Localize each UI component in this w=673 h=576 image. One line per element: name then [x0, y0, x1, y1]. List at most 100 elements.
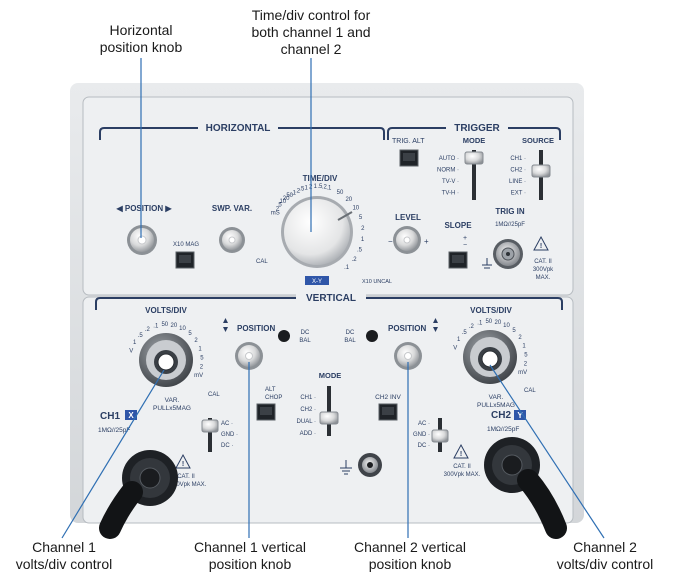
ch1-warning-icon: !: [175, 453, 191, 469]
level-plus-sign: +: [424, 237, 429, 246]
ch2-volts-tick-label: 10: [503, 323, 510, 329]
ch2-volts-tick-label: .1: [477, 321, 483, 327]
time-div-tick-label: 10: [352, 205, 359, 211]
leader-ch1-volts: [61, 369, 165, 539]
slope-plus-sign: +: [463, 235, 467, 242]
slope-label: SLOPE: [444, 221, 472, 230]
ch1-label: CH1: [100, 411, 120, 422]
ch1-coupling-slider[interactable]: [201, 418, 219, 452]
time-div-tick-label: .2: [352, 257, 358, 263]
ch1-volts-tick-label: 10: [179, 326, 186, 332]
ground-jack[interactable]: [358, 453, 382, 477]
callout-line: Channel 1: [32, 539, 96, 555]
ch1-coupling-options: AC ·GND ·DC ·: [221, 421, 238, 449]
x10-mag-button[interactable]: [175, 251, 195, 269]
time-div-tick-label: 2: [276, 207, 280, 213]
trig-alt-label: TRIG. ALT: [392, 138, 425, 145]
ch2-inv-button[interactable]: [378, 403, 398, 421]
ch1-dc-label: DC: [301, 330, 310, 336]
ch2-bal-label: BAL: [344, 338, 356, 344]
ch1-volts-tick-label: 20: [171, 323, 178, 329]
trig-in-vpk-label: 300Vpk: [533, 267, 554, 273]
ch2-inv-label: CH2 INV: [375, 394, 401, 401]
callout-line: both channel 1 and: [251, 24, 371, 40]
ch2-probe-connector[interactable]: [484, 437, 567, 539]
ch1-vertical-position-knob[interactable]: [235, 342, 263, 370]
ch2-volts-tick-label: 2: [524, 362, 528, 368]
time-div-tick-label: .1: [344, 265, 350, 271]
chop-label: CHOP: [265, 395, 282, 401]
trigger-source-slider[interactable]: [531, 150, 551, 200]
ch2-coupling-option: DC ·: [418, 443, 430, 449]
time-div-tick-label: .5: [299, 187, 305, 193]
trigger-level-label: LEVEL: [395, 213, 421, 222]
ch2-volts-tick-label: .5: [462, 330, 468, 336]
ground-symbol-icon: [340, 460, 352, 475]
trig-in-warning-icon: !: [533, 235, 549, 251]
vertical-section-label: VERTICAL: [306, 293, 356, 304]
ch2-coupling-option: AC ·: [418, 421, 430, 427]
ch2-position-label: POSITION: [388, 324, 426, 333]
trigger-level-knob[interactable]: [393, 226, 421, 254]
ch2-vertical-position-knob[interactable]: [394, 342, 422, 370]
trig-in-bnc-connector[interactable]: [493, 239, 523, 269]
vertical-mode-slider[interactable]: [319, 386, 339, 436]
callout-leader-lines: [61, 58, 605, 539]
time-div-tick-label: .1: [291, 191, 297, 197]
horizontal-position-knob[interactable]: [127, 225, 157, 255]
time-div-tick-label: .1: [326, 186, 332, 192]
trig-in-label: TRIG IN: [495, 207, 525, 216]
ch2-volts-tick-label: .2: [469, 324, 475, 330]
sweep-variable-knob[interactable]: [219, 227, 245, 253]
vertical-mode-option: ADD ·: [300, 431, 316, 437]
ch1-volts-div-knob[interactable]: [139, 333, 193, 387]
callout-line: Channel 2 vertical: [353, 539, 467, 555]
ch1-volts-tick-label: 5: [200, 355, 204, 361]
ch2-cat-label: CAT. II: [453, 464, 471, 470]
swp-var-label: SWP. VAR.: [212, 204, 252, 213]
ch1-x-tag: X: [128, 411, 134, 420]
callout-line: volts/div control: [15, 556, 113, 572]
ch2-volts-tick-label: V: [453, 346, 457, 352]
ch1-volts-tick-label: V: [129, 349, 133, 355]
ch1-dc-bal-trimmer[interactable]: [278, 330, 290, 342]
trigger-mode-option: NORM ·: [437, 168, 459, 174]
callout-ch1-position: Channel 1 vertical position knob: [180, 539, 320, 573]
ch2-y-badge: [514, 410, 526, 420]
ch2-vpk-label: 300Vpk MAX.: [444, 472, 481, 478]
time-div-knob[interactable]: [281, 196, 353, 268]
ch1-volts-tick-label: 2: [194, 338, 198, 344]
ch2-y-tag: Y: [517, 411, 523, 420]
trig-alt-button[interactable]: [399, 149, 419, 167]
time-div-tick-label: 1: [361, 237, 365, 243]
trigger-mode-slider[interactable]: [464, 150, 484, 200]
ch1-pull-mag-label: PULLx5MAG: [153, 405, 191, 412]
vertical-mode-option: DUAL ·: [297, 419, 316, 425]
ch1-probe-connector[interactable]: [99, 450, 178, 539]
alt-chop-button[interactable]: [256, 403, 276, 421]
callout-time-div: Time/div control for both channel 1 and …: [226, 7, 396, 58]
callout-ch2-volts-div: Channel 2 volts/div control: [543, 539, 667, 573]
ch1-coupling-option: AC ·: [221, 421, 233, 427]
ch1-volts-tick-label: 2: [200, 365, 204, 371]
trigger-source-option: LINE ·: [509, 179, 526, 185]
ch2-dc-bal-trimmer[interactable]: [366, 330, 378, 342]
vertical-mode-option: CH2 ·: [300, 407, 316, 413]
ch1-volts-tick-label: .2: [145, 327, 151, 333]
x10-mag-label: X10 MAG: [173, 242, 199, 248]
x10-uncal-label: X10 UNCAL: [362, 279, 392, 285]
trig-in-max-label: MAX.: [536, 275, 551, 281]
ch2-volts-div-knob[interactable]: [463, 330, 517, 384]
time-div-tick-label: .5: [317, 184, 323, 190]
trigger-mode-option: TV-V ·: [442, 179, 459, 185]
callout-line: position knob: [368, 556, 452, 572]
vertical-mode-label: MODE: [319, 371, 342, 380]
ch2-volts-tick-label: 5: [524, 352, 528, 358]
ch2-pull-mag-label: PULLx5MAG: [477, 402, 515, 409]
ch2-var-label: VAR.: [489, 394, 504, 401]
level-minus-sign: −: [388, 237, 393, 246]
ch2-coupling-slider[interactable]: [431, 418, 449, 452]
slope-button[interactable]: [448, 251, 468, 269]
ch1-x-badge: [125, 410, 137, 420]
